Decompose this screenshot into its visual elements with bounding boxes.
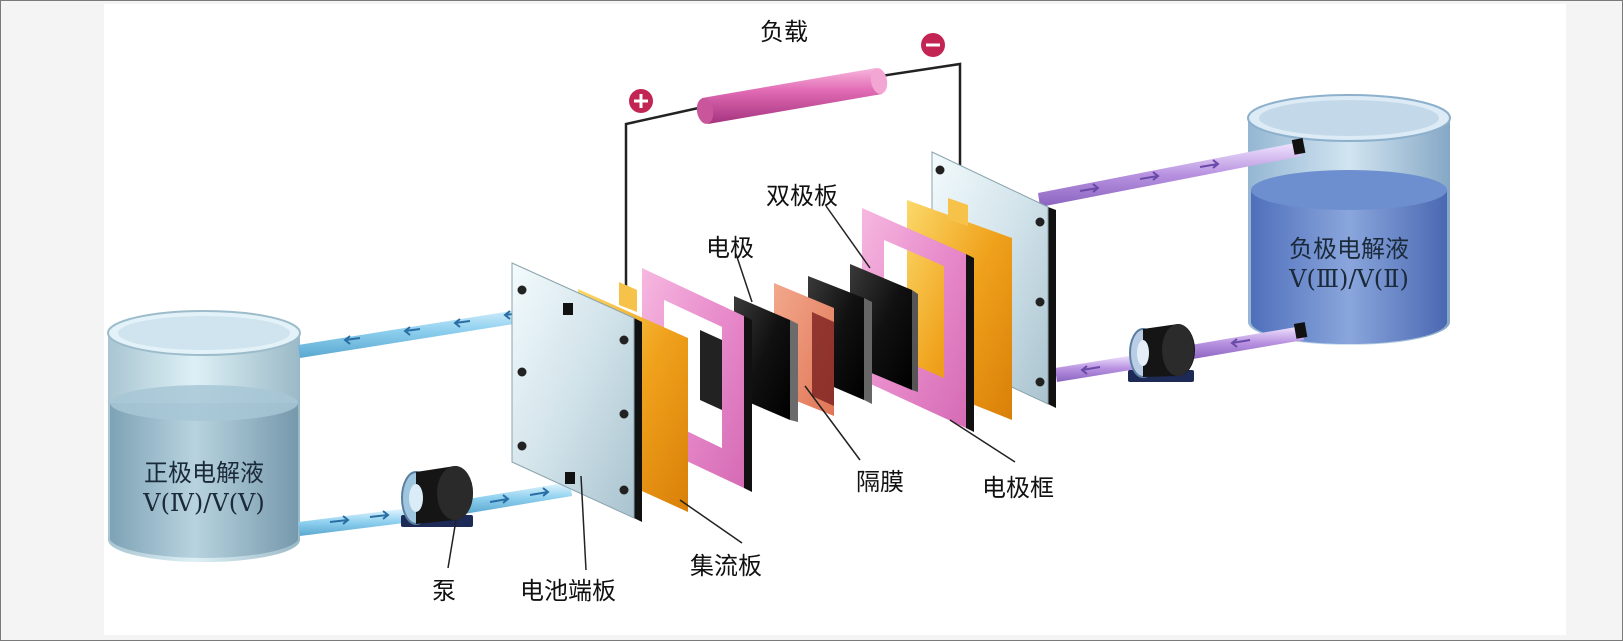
positive-tank-species: V(Ⅳ)/V(Ⅴ) xyxy=(143,489,265,517)
negative-tank-species: V(Ⅲ)/V(Ⅱ) xyxy=(1289,265,1409,293)
label-current-collector: 集流板 xyxy=(690,552,762,580)
leader-collector xyxy=(679,499,743,544)
positive-tank-name: 正极电解液 xyxy=(144,459,264,487)
leader-lines xyxy=(447,205,1016,571)
label-load: 负载 xyxy=(760,18,808,46)
positive-tank xyxy=(107,310,301,562)
label-electrode: 电极 xyxy=(706,234,754,262)
leader-pump xyxy=(447,519,457,569)
left-lower-pipe xyxy=(298,482,572,536)
left-upper-pipe xyxy=(298,302,570,358)
left-pump xyxy=(401,466,473,527)
left-end-plate xyxy=(511,262,642,522)
label-bipolar-plate: 双极板 xyxy=(766,182,838,210)
negative-terminal-icon xyxy=(921,33,945,57)
leader-electrode xyxy=(735,253,753,303)
right-pump xyxy=(1128,324,1195,382)
positive-terminal-icon xyxy=(629,89,653,113)
label-pump: 泵 xyxy=(432,577,456,605)
leader-bipolar xyxy=(825,205,871,269)
right-lower-pipe xyxy=(1055,322,1308,382)
leader-frame xyxy=(949,419,1016,463)
leader-membrane xyxy=(804,385,861,461)
label-end-plate: 电池端板 xyxy=(520,577,616,605)
external-circuit xyxy=(624,62,962,292)
load-resistor xyxy=(696,68,888,124)
label-membrane: 隔膜 xyxy=(856,468,904,496)
negative-tank-label: 负极电解液 V(Ⅲ)/V(Ⅱ) xyxy=(1262,234,1436,294)
leader-end-plate xyxy=(580,475,587,571)
positive-tank-label: 正极电解液 V(Ⅳ)/V(Ⅴ) xyxy=(120,458,288,518)
negative-tank xyxy=(1247,94,1451,345)
label-electrode-frame: 电极框 xyxy=(982,474,1054,502)
right-upper-pipe xyxy=(1038,137,1306,207)
negative-tank-name: 负极电解液 xyxy=(1289,235,1409,263)
